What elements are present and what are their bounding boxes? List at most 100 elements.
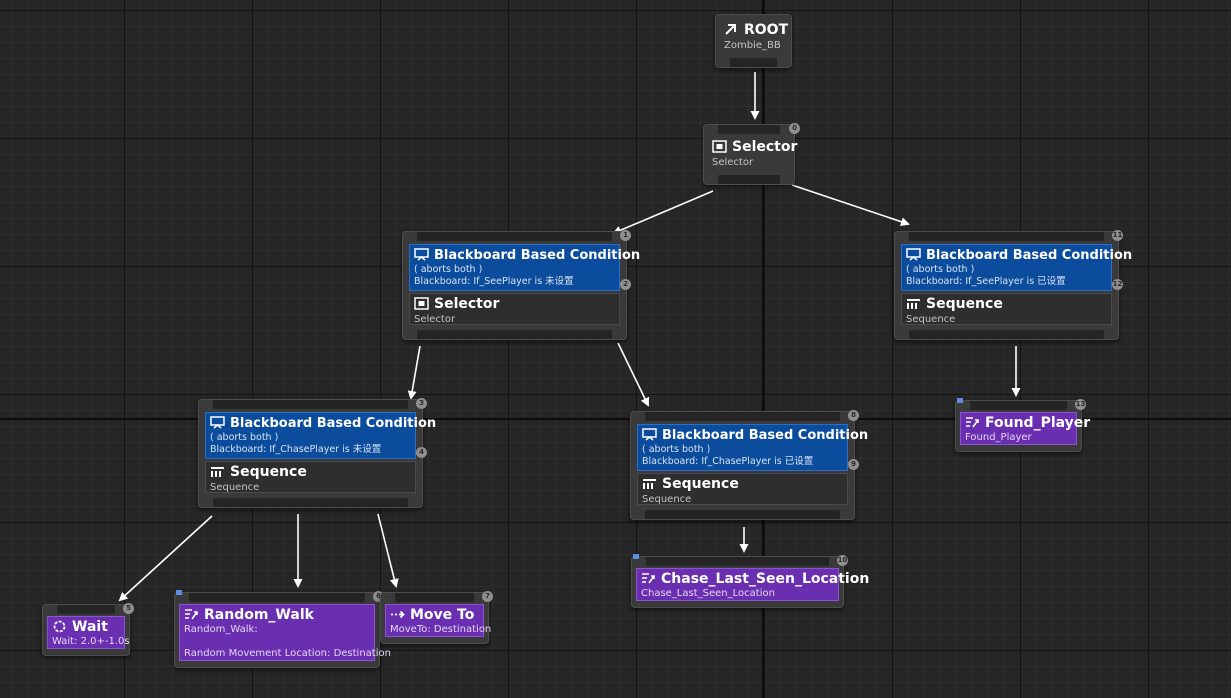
- node-input-pin[interactable]: [213, 400, 408, 409]
- execution-index-badge: 2: [620, 279, 631, 290]
- root-node[interactable]: ROOT Zombie_BB: [715, 14, 792, 68]
- node-output-pin[interactable]: [213, 498, 408, 507]
- sequence-icon: [906, 297, 921, 310]
- composite-subtitle: Sequence: [906, 314, 956, 325]
- root-title: ROOT: [744, 22, 789, 38]
- selector-node-top[interactable]: 0 Selector Selector: [703, 123, 800, 185]
- task-node-move-to[interactable]: 7 Move To MoveTo: Destination: [380, 591, 493, 644]
- node-input-pin[interactable]: [417, 232, 612, 241]
- task-body[interactable]: Move To MoveTo: Destination: [385, 604, 492, 637]
- task-property: Random Movement Location: Destination: [184, 648, 391, 659]
- decorator-detail: Blackboard: If_SeePlayer is 未设置: [414, 276, 574, 287]
- decorator-title: Blackboard Based Condition: [230, 416, 437, 431]
- root-output-pin[interactable]: [730, 58, 777, 67]
- task-node-found-player[interactable]: 13 Found_Player Found_Player: [955, 398, 1090, 452]
- decorator-title: Blackboard Based Condition: [662, 428, 869, 443]
- task-node-chase-last-seen-location[interactable]: 10 Chase_Last_Seen_Location Chase_Last_S…: [631, 554, 869, 608]
- graph-origin-vertical-line: [762, 0, 764, 698]
- execution-index-badge: 0: [789, 123, 800, 134]
- bb-condition-node-chase-player-unset[interactable]: 3 Blackboard Based Condition ( aborts bo…: [198, 398, 436, 508]
- decorator-detail: Blackboard: If_SeePlayer is 已设置: [906, 276, 1066, 287]
- bb-condition-node-see-player-unset[interactable]: 1 Blackboard Based Condition ( aborts bo…: [402, 230, 640, 340]
- execution-index-badge: 10: [837, 555, 848, 566]
- composite-subtitle: Sequence: [642, 494, 692, 505]
- composite-title: Selector: [434, 296, 500, 312]
- wire-selector-bb-left: [612, 190, 714, 235]
- node-input-pin[interactable]: [909, 232, 1104, 241]
- selector-input-pin[interactable]: [718, 125, 780, 134]
- task-body[interactable]: Wait Wait: 2.0+-1.0s: [47, 616, 130, 649]
- blackboard-icon: [210, 416, 225, 429]
- execution-index-badge: 7: [482, 591, 493, 602]
- task-title: Wait: [72, 619, 108, 635]
- decorator-aborts: ( aborts both ): [906, 264, 975, 275]
- wire-ll-moveto: [377, 513, 399, 588]
- execution-index-badge: 4: [416, 447, 427, 458]
- wire-left-bb-mid: [617, 342, 650, 407]
- task-icon: [965, 416, 980, 429]
- task-body[interactable]: Chase_Last_Seen_Location Chase_Last_Seen…: [636, 568, 869, 601]
- decorator-title: Blackboard Based Condition: [434, 248, 641, 263]
- wire-ll-wait: [118, 515, 213, 602]
- node-input-pin[interactable]: [970, 401, 1067, 410]
- node-output-pin[interactable]: [417, 330, 612, 339]
- task-body[interactable]: Random_Walk Random_Walk: Random Movement…: [179, 604, 391, 661]
- composite-sequence[interactable]: Sequence Sequence: [637, 473, 848, 505]
- composite-selector[interactable]: Selector Selector: [409, 293, 620, 325]
- node-output-pin[interactable]: [909, 330, 1104, 339]
- task-subtitle: Chase_Last_Seen_Location: [641, 588, 775, 599]
- blackboard-decorator[interactable]: Blackboard Based Condition ( aborts both…: [409, 244, 640, 291]
- decorator-aborts: ( aborts both ): [642, 444, 711, 455]
- wire-selector-bb-right: [791, 184, 910, 227]
- task-title: Chase_Last_Seen_Location: [661, 571, 870, 587]
- node-input-pin[interactable]: [189, 593, 365, 602]
- task-icon: [184, 608, 199, 621]
- selector-icon: [712, 140, 727, 153]
- execution-index-badge: 5: [123, 603, 134, 614]
- task-subtitle: Found_Player: [965, 432, 1032, 443]
- composite-subtitle: Sequence: [210, 482, 260, 493]
- selector-output-pin[interactable]: [718, 175, 780, 184]
- sequence-icon: [642, 477, 657, 490]
- task-node-random-walk[interactable]: 6 Random_Walk Random_Walk: Random Moveme…: [174, 590, 391, 668]
- task-icon: [641, 572, 656, 585]
- execution-index-badge: 12: [1112, 279, 1123, 290]
- execution-index-badge: 1: [620, 230, 631, 241]
- execution-index-badge: 13: [1075, 399, 1086, 410]
- composite-subtitle: Selector: [414, 314, 456, 325]
- blueprint-flag-icon: [957, 398, 963, 403]
- node-output-pin[interactable]: [645, 510, 840, 519]
- execution-index-badge: 11: [1112, 230, 1123, 241]
- node-input-pin[interactable]: [645, 412, 840, 421]
- selector-subtitle: Selector: [712, 157, 754, 168]
- wire-left-bb-ll: [407, 345, 421, 400]
- task-node-wait[interactable]: 5 Wait Wait: 2.0+-1.0s: [42, 603, 134, 656]
- selector-title: Selector: [732, 139, 798, 155]
- bb-condition-node-see-player-set[interactable]: 11 Blackboard Based Condition ( aborts b…: [894, 230, 1132, 340]
- composite-sequence[interactable]: Sequence Sequence: [205, 461, 416, 493]
- composite-sequence[interactable]: Sequence Sequence: [901, 293, 1112, 325]
- node-input-pin[interactable]: [57, 605, 115, 614]
- blackboard-decorator[interactable]: Blackboard Based Condition ( aborts both…: [637, 424, 868, 471]
- graph-origin-horizontal-line: [0, 418, 1231, 420]
- blackboard-decorator[interactable]: Blackboard Based Condition ( aborts both…: [901, 244, 1132, 291]
- blueprint-flag-icon: [176, 590, 182, 595]
- task-title: Move To: [410, 607, 475, 623]
- blueprint-flag-icon: [633, 554, 639, 559]
- execution-index-badge: 6: [373, 591, 384, 602]
- blackboard-icon: [642, 428, 657, 441]
- task-subtitle: MoveTo: Destination: [390, 624, 492, 635]
- bb-condition-node-chase-player-set[interactable]: 8 Blackboard Based Condition ( aborts bo…: [630, 410, 868, 520]
- task-body[interactable]: Found_Player Found_Player: [960, 412, 1090, 445]
- node-input-pin[interactable]: [646, 557, 829, 566]
- task-title: Random_Walk: [204, 607, 314, 623]
- decorator-detail: Blackboard: If_ChasePlayer is 未设置: [210, 444, 382, 455]
- blackboard-icon: [414, 248, 429, 261]
- execution-index-badge: 9: [848, 459, 859, 470]
- blackboard-decorator[interactable]: Blackboard Based Condition ( aborts both…: [205, 412, 436, 459]
- decorator-aborts: ( aborts both ): [210, 432, 279, 443]
- composite-title: Sequence: [662, 476, 739, 492]
- sequence-icon: [210, 465, 225, 478]
- node-input-pin[interactable]: [395, 593, 474, 602]
